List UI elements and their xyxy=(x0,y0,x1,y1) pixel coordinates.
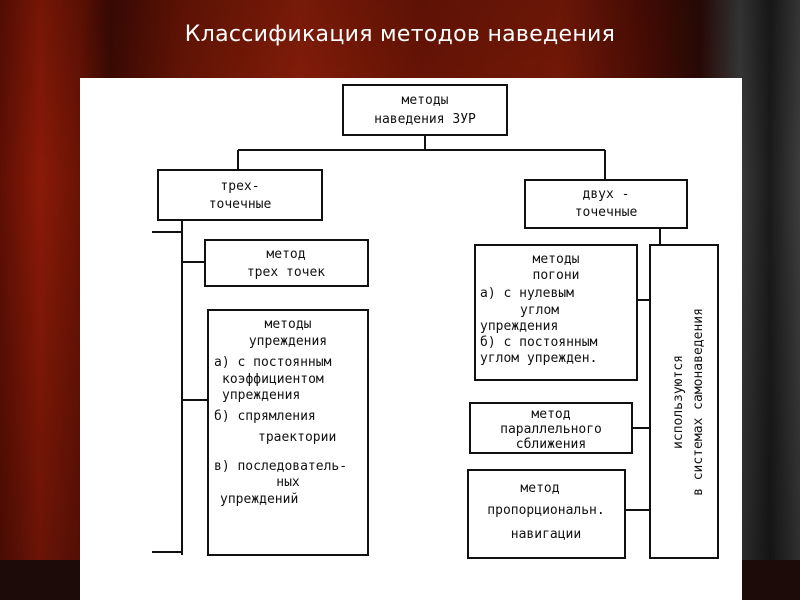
slide-title: Классификация методов наведения xyxy=(184,22,616,47)
node-pursuit-methods: методы погони а) с нулевым углом упрежде… xyxy=(474,244,638,381)
lead-line-6: б) спрямления xyxy=(214,409,316,424)
node-root: методы наведения ЗУР xyxy=(342,84,508,136)
node-three-point-line-1: трех- xyxy=(220,179,259,194)
lead-line-9: ных xyxy=(276,475,300,490)
proportional-line-3: навигации xyxy=(511,527,581,542)
pursuit-line-5: упреждения xyxy=(480,319,558,334)
node-method-three-points-line-1: метод xyxy=(266,247,305,262)
lead-line-4: коэффициентом xyxy=(222,372,324,387)
lead-line-5: упреждения xyxy=(222,388,300,403)
node-root-line-1: методы xyxy=(402,93,449,108)
vertical-note-line-2: в системах самонаведения xyxy=(691,308,706,496)
node-root-line-2: наведения ЗУР xyxy=(374,112,476,127)
node-vertical-note: используются в системах самонаведения xyxy=(649,244,719,559)
node-two-point: двух - точечные xyxy=(524,179,688,229)
pursuit-line-7: углом упрежден. xyxy=(480,351,597,366)
parallel-line-1: метод xyxy=(531,407,570,422)
lead-line-2: упреждения xyxy=(249,334,327,349)
lead-line-7: траектории xyxy=(258,430,336,445)
node-three-point-line-2: точечные xyxy=(209,197,272,212)
proportional-line-1: метод xyxy=(520,481,559,496)
proportional-line-2: пропорциональн. xyxy=(487,503,604,518)
node-method-three-points-line-2: трех точек xyxy=(247,265,325,280)
pursuit-line-4: углом xyxy=(520,303,559,318)
node-method-three-points: метод трех точек xyxy=(204,239,369,287)
lead-line-8: в) последователь- xyxy=(214,459,347,474)
lead-line-1: методы xyxy=(265,317,312,332)
node-lead-methods: методы упреждения а) с постоянным коэффи… xyxy=(207,309,369,556)
node-proportional-navigation: метод пропорциональн. навигации xyxy=(467,469,626,559)
lead-line-3: а) с постоянным xyxy=(214,355,332,370)
node-three-point: трех- точечные xyxy=(157,169,323,221)
node-two-point-line-1: двух - xyxy=(583,187,630,202)
vertical-note-line-1: используются xyxy=(671,355,686,449)
node-two-point-line-2: точечные xyxy=(575,205,638,220)
pursuit-line-1: методы xyxy=(533,252,580,267)
node-parallel-approach: метод параллельного сближения xyxy=(469,402,633,454)
parallel-line-2: параллельного xyxy=(500,422,602,437)
pursuit-line-6: б) с постоянным xyxy=(480,335,598,350)
pursuit-line-2: погони xyxy=(533,268,580,283)
pursuit-line-3: а) с нулевым xyxy=(480,286,574,301)
lead-line-10: упреждений xyxy=(220,492,298,507)
parallel-line-3: сближения xyxy=(516,437,586,452)
